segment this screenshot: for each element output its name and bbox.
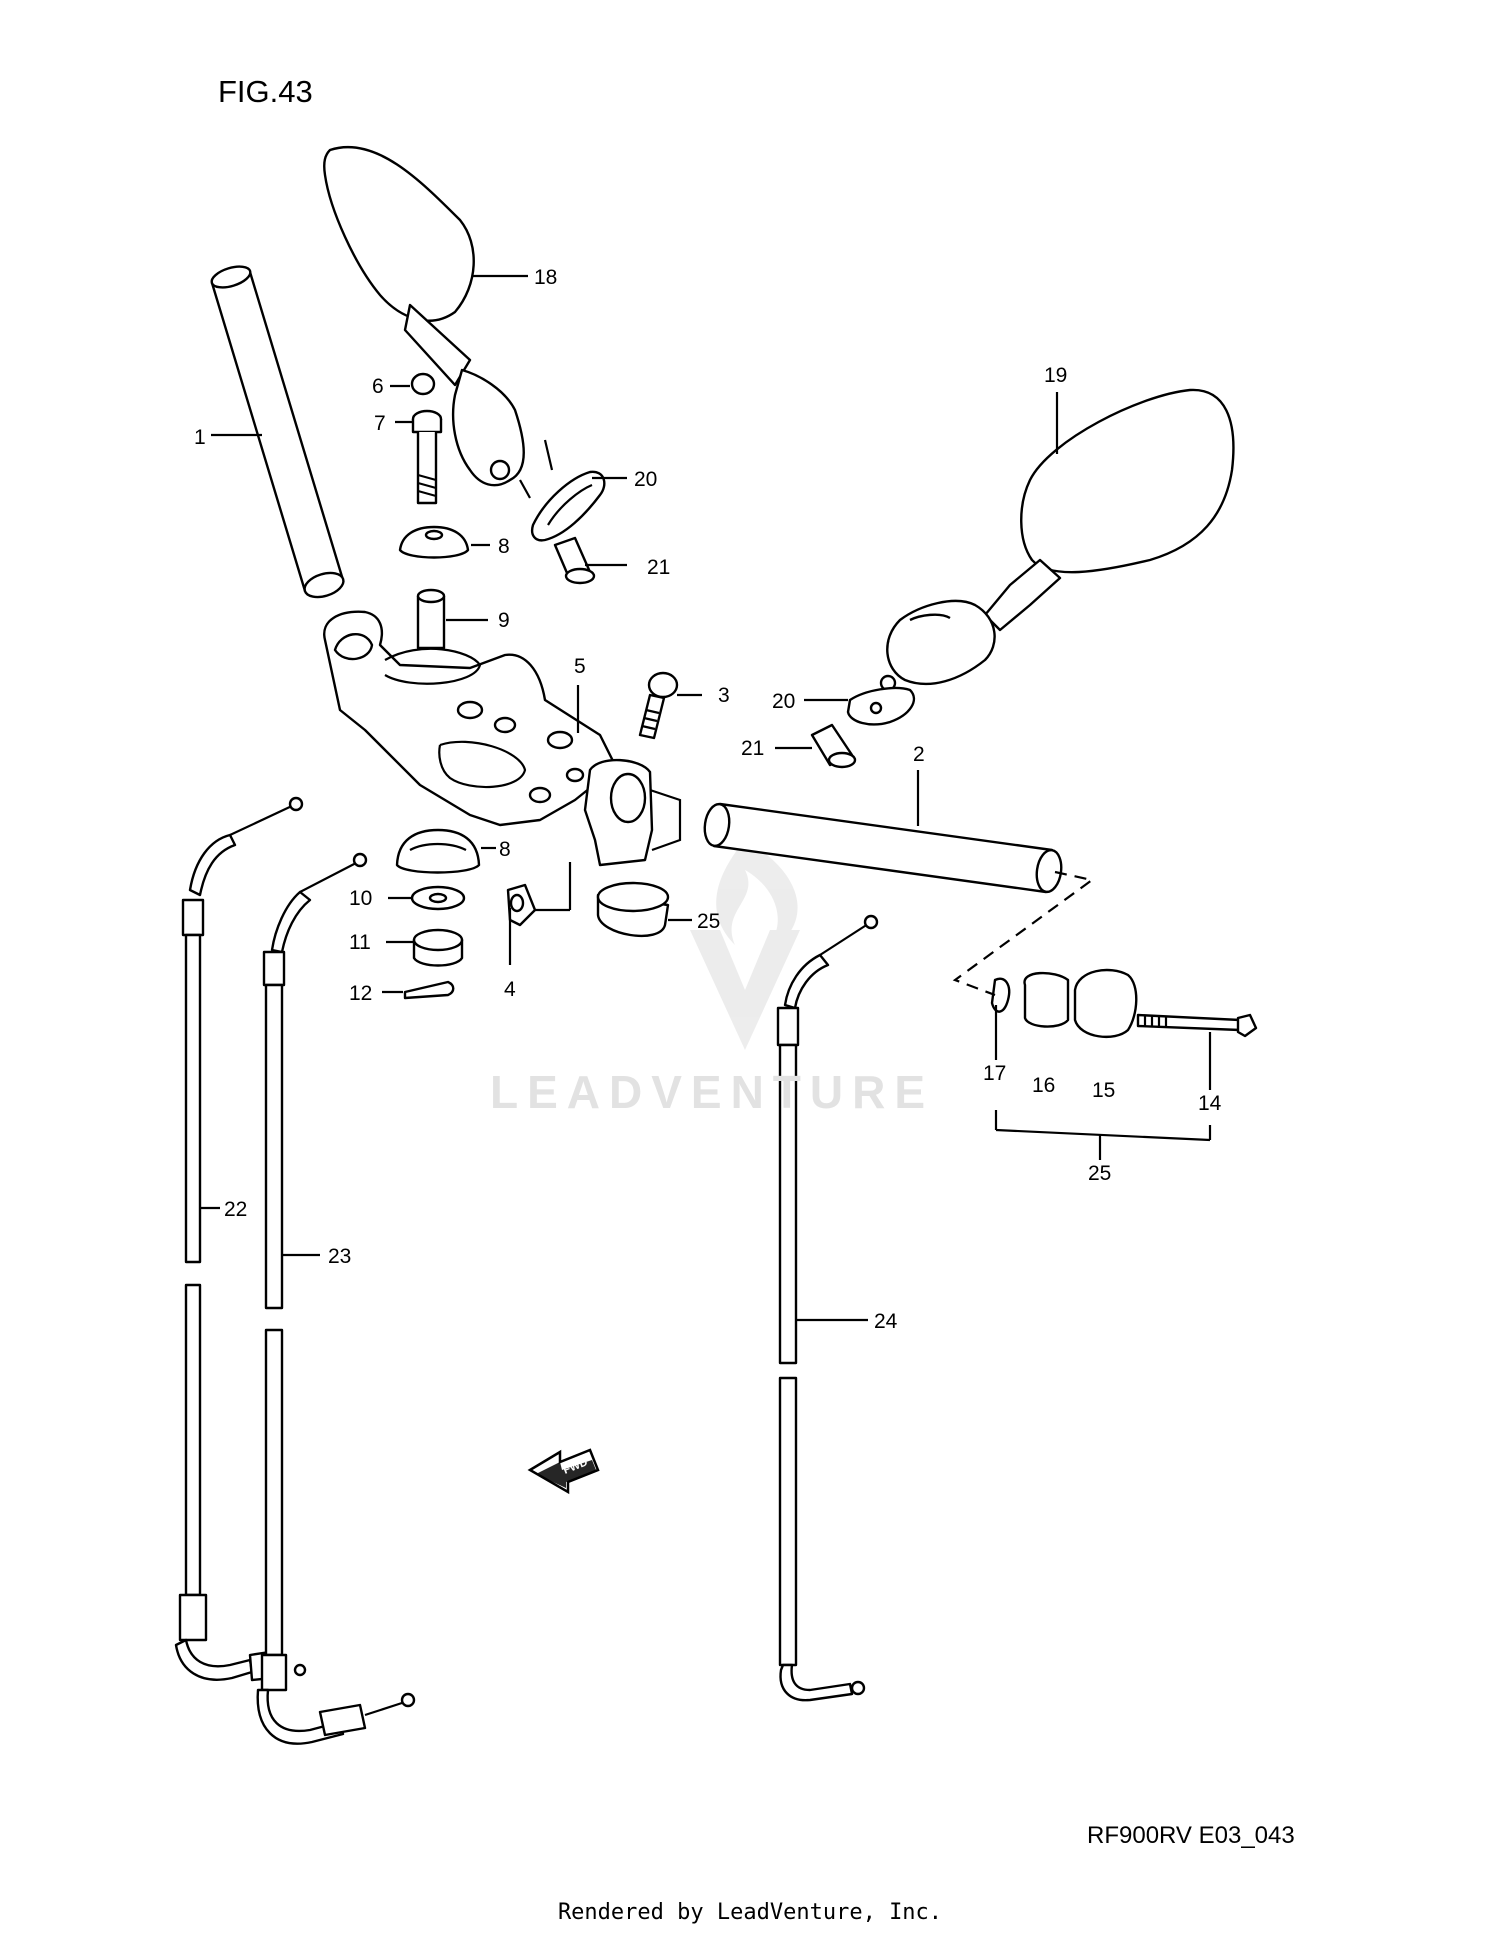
callout-7: 7 xyxy=(374,412,386,435)
callout-8b: 8 xyxy=(499,838,511,861)
left-mirror xyxy=(323,145,554,499)
callout-16: 16 xyxy=(1032,1074,1055,1097)
callout-3: 3 xyxy=(718,684,730,707)
left-handlebar xyxy=(210,265,345,599)
cushion-8-lower xyxy=(395,828,481,874)
nut-21-left xyxy=(553,536,596,585)
callout-5: 5 xyxy=(574,655,586,678)
callout-1: 1 xyxy=(194,426,206,449)
cable-24 xyxy=(776,914,879,1702)
callout-21b: 21 xyxy=(741,737,764,760)
washer-10 xyxy=(410,885,466,911)
callout-2: 2 xyxy=(913,743,925,766)
callout-21: 21 xyxy=(647,556,670,579)
ring-25 xyxy=(596,881,670,938)
right-mirror xyxy=(879,388,1235,692)
right-handlebar xyxy=(703,802,1063,894)
callout-24: 24 xyxy=(874,1310,898,1333)
gasket-20-right xyxy=(846,686,916,726)
callout-10: 10 xyxy=(349,887,372,910)
callout-23: 23 xyxy=(328,1245,351,1268)
diagram-code: RF900RV E03_043 xyxy=(1087,1822,1295,1849)
bolt-3 xyxy=(638,671,679,740)
callout-11: 11 xyxy=(349,931,371,954)
callout-25: 25 xyxy=(697,910,720,933)
fwd-arrow-icon: FWD xyxy=(527,1448,600,1495)
callout-15: 15 xyxy=(1092,1079,1115,1102)
callout-8: 8 xyxy=(498,535,510,558)
callout-22: 22 xyxy=(224,1198,247,1221)
callout-4: 4 xyxy=(504,978,516,1001)
cushion-8-upper xyxy=(398,525,470,559)
bar-end-dashed-line xyxy=(952,870,1095,997)
callout-17: 17 xyxy=(983,1062,1006,1085)
bolt-7 xyxy=(411,409,443,505)
callout-12: 12 xyxy=(349,982,372,1005)
callout-labels: 18 19 6 7 1 20 8 21 9 5 3 20 21 2 8 10 2… xyxy=(194,266,1222,1333)
callout-19: 19 xyxy=(1044,364,1067,387)
handlebar-holder-5 xyxy=(323,610,682,867)
watermark-logo xyxy=(690,840,800,1050)
callout-20: 20 xyxy=(634,468,657,491)
cotter-pin-12 xyxy=(403,980,455,1000)
figure-title: FIG.43 xyxy=(218,74,313,109)
callout-18: 18 xyxy=(534,266,557,289)
clip-4 xyxy=(506,883,537,927)
callout-6: 6 xyxy=(372,375,384,398)
callout-20b: 20 xyxy=(772,690,795,713)
nut-11 xyxy=(412,928,464,967)
callout-9: 9 xyxy=(498,609,510,632)
gasket-20-left xyxy=(531,470,606,542)
leader-lines xyxy=(200,274,1212,1322)
nut-21-right xyxy=(810,723,857,769)
footer-credit: Rendered by LeadVenture, Inc. xyxy=(557,1900,943,1925)
cap-6 xyxy=(410,372,436,396)
watermark-text: LEADVENTURE xyxy=(490,1066,935,1118)
callout-14: 14 xyxy=(1198,1092,1222,1115)
spacer-9 xyxy=(416,588,446,650)
bar-end-assembly xyxy=(990,968,1258,1038)
callout-25b: 25 xyxy=(1088,1162,1111,1185)
cable-23 xyxy=(256,852,416,1745)
